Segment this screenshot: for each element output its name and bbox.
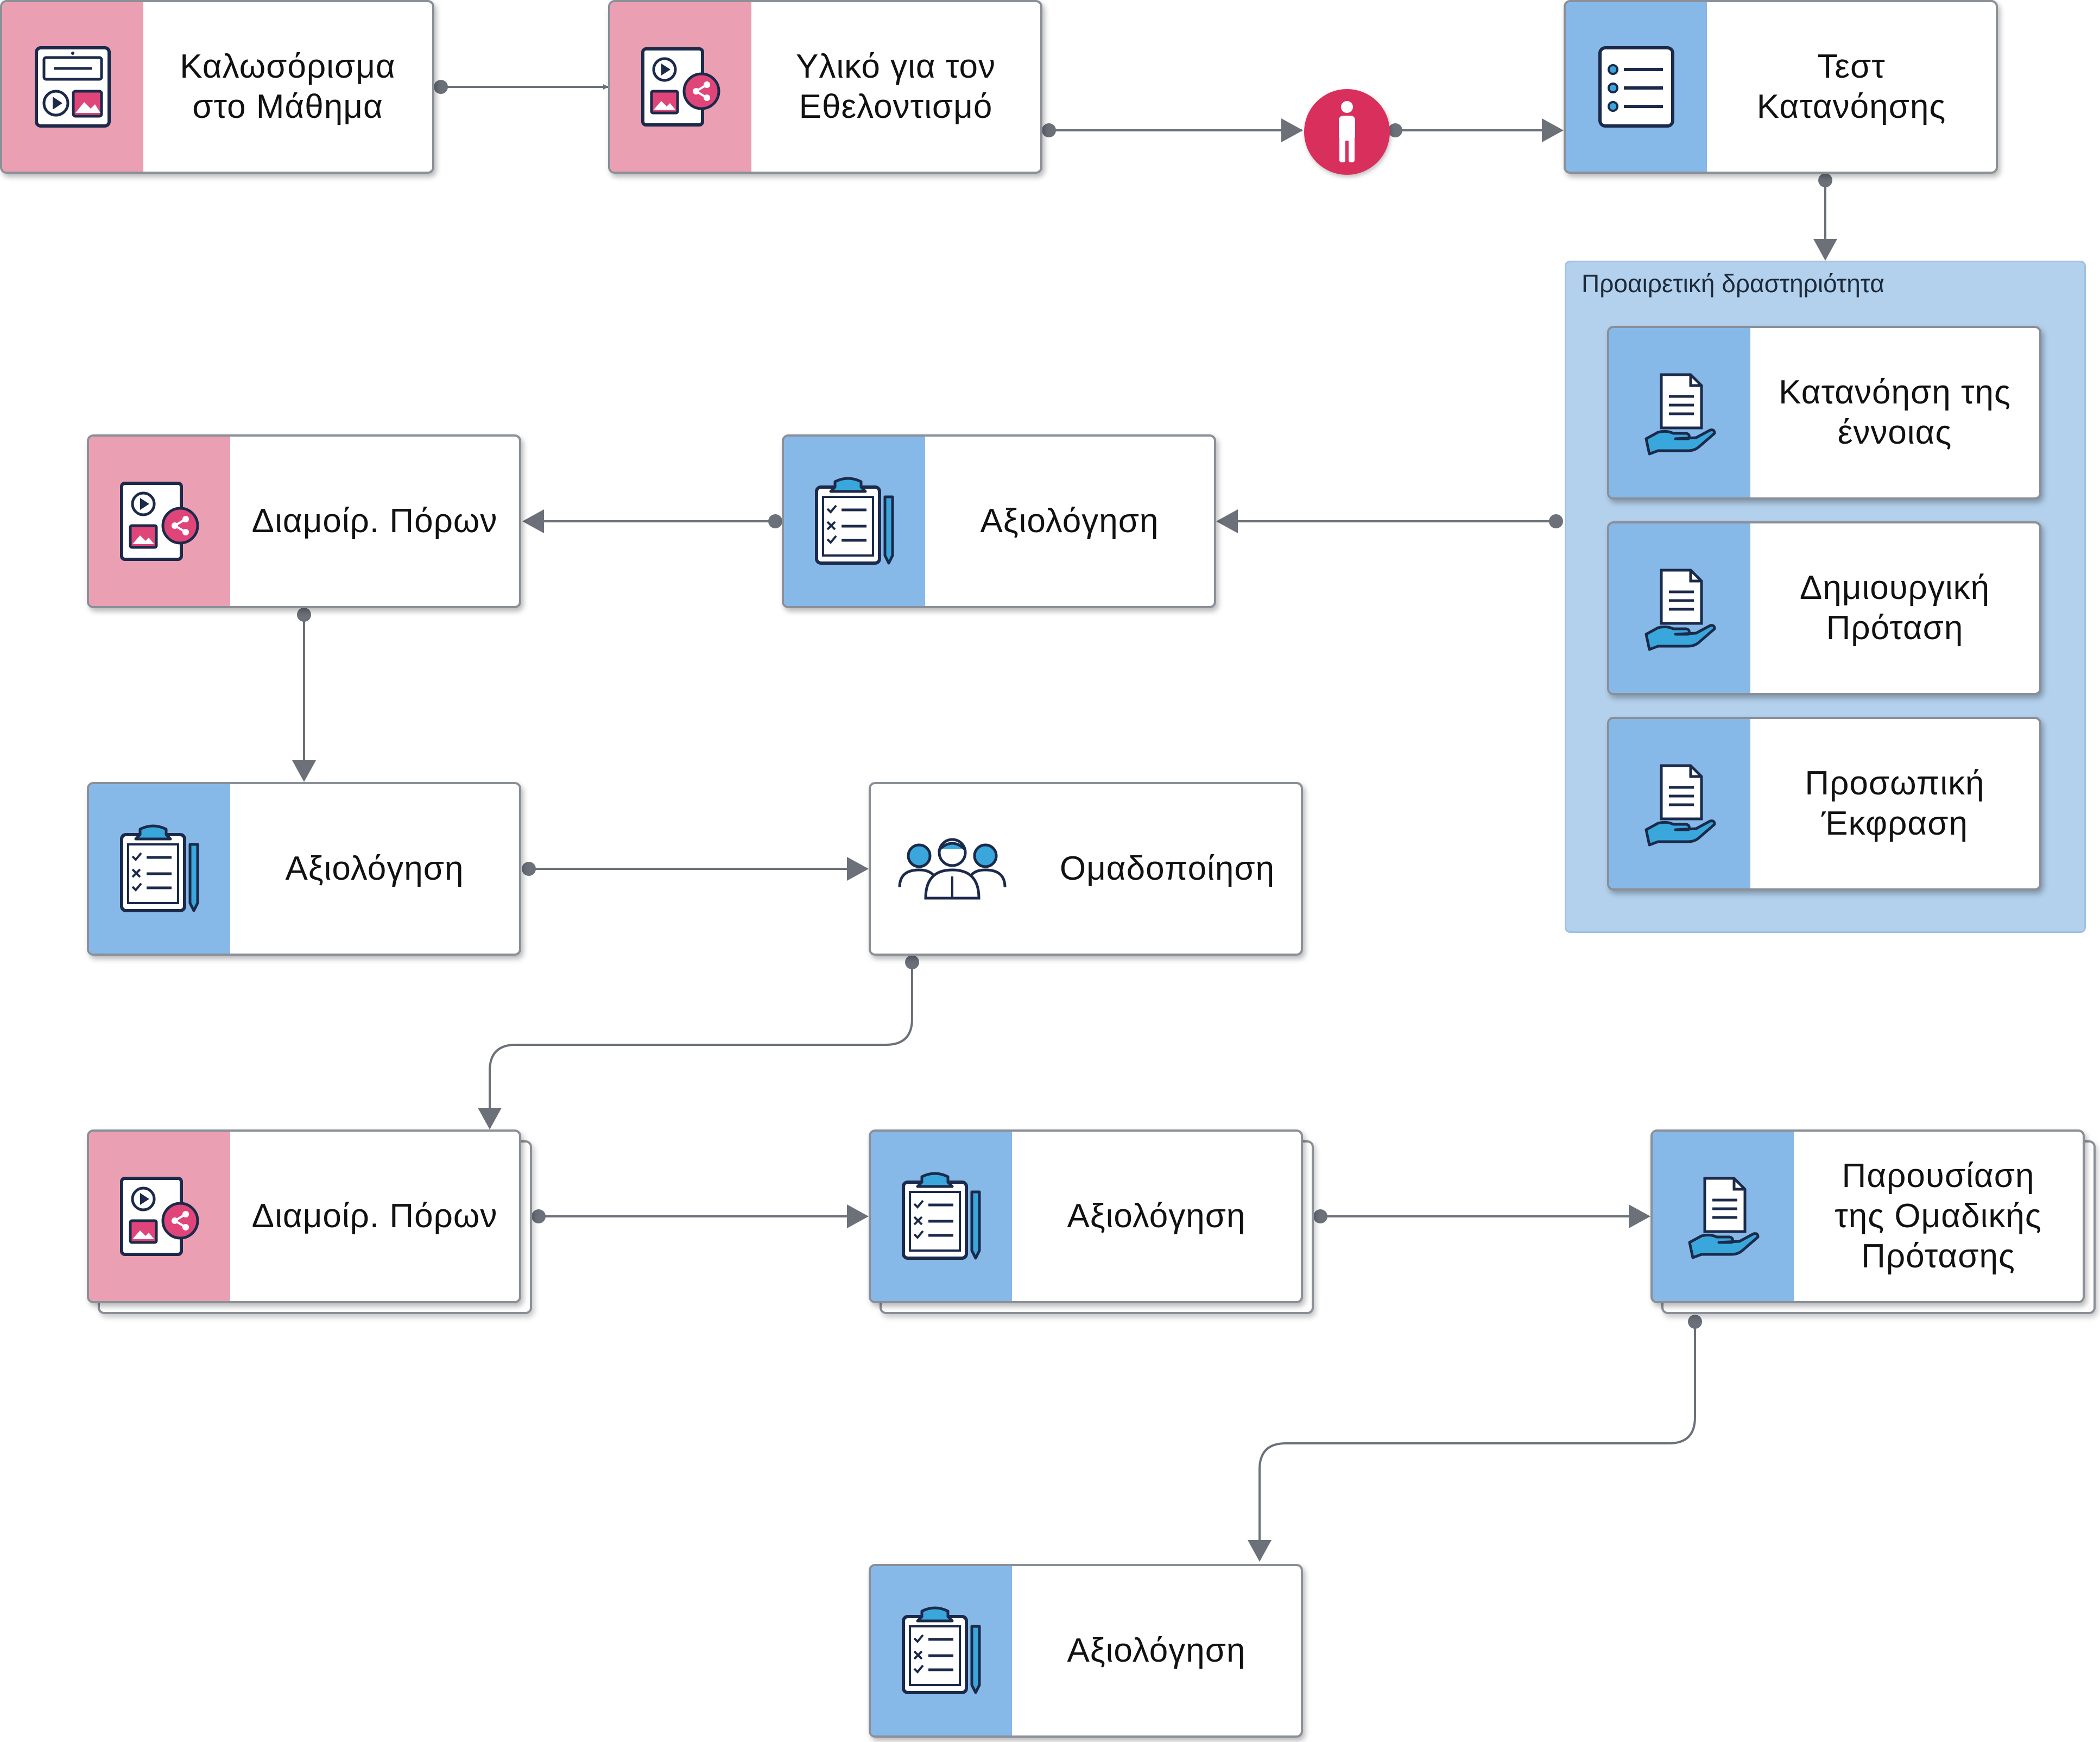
connector-grouping-to-resources-2 bbox=[489, 962, 913, 1126]
assessment-2-label: Αξιολόγηση bbox=[285, 850, 464, 887]
node-assessment-3[interactable]: Αξιολόγηση bbox=[869, 1129, 1303, 1303]
node-resources-1[interactable]: Διαμοίρ. Πόρων bbox=[87, 434, 521, 608]
milestone-node[interactable] bbox=[1304, 89, 1390, 175]
clipboard-icon bbox=[811, 475, 898, 567]
document-hand-icon bbox=[1642, 369, 1718, 456]
node-group-presentation[interactable]: Παρουσίαση της Ομαδικής Πρότασης bbox=[1650, 1129, 2085, 1303]
comprehension-test-icon-strip bbox=[1566, 2, 1707, 172]
person-icon bbox=[1328, 99, 1366, 165]
grouping-icon-strip bbox=[871, 784, 1034, 954]
node-assessment-4[interactable]: Αξιολόγηση bbox=[869, 1564, 1303, 1738]
assessment-2-icon-strip bbox=[89, 784, 230, 954]
checklist-icon bbox=[1596, 43, 1677, 130]
group-presentation-label: Παρουσίαση της Ομαδικής Πρότασης bbox=[1835, 1157, 2042, 1275]
assessment-4-label: Αξιολόγηση bbox=[1067, 1632, 1246, 1669]
media-share-icon bbox=[116, 478, 203, 565]
node-comprehension-test[interactable]: Τεστ Κατανόησης bbox=[1564, 0, 1998, 174]
clipboard-icon bbox=[116, 823, 203, 915]
node-creative-proposal[interactable]: Δημιουργική Πρόταση bbox=[1607, 521, 2041, 695]
media-share-icon bbox=[637, 43, 724, 130]
document-hand-icon bbox=[1642, 565, 1718, 652]
resources-2-icon-strip bbox=[89, 1132, 230, 1301]
clipboard-icon bbox=[898, 1605, 985, 1697]
assessment-4-icon-strip bbox=[871, 1566, 1012, 1735]
connector-presentation-to-assessment-4 bbox=[1258, 1322, 1696, 1560]
volunteer-material-icon-strip bbox=[610, 2, 751, 172]
node-personal-expression[interactable]: Προσωπική Έκφραση bbox=[1607, 717, 2041, 891]
concept-understanding-icon-strip bbox=[1609, 328, 1750, 497]
welcome-icon-strip bbox=[2, 2, 143, 172]
assessment-3-icon-strip bbox=[871, 1132, 1012, 1301]
optional-activity-title: Προαιρετική δραστηριότητα bbox=[1582, 269, 1884, 298]
group-presentation-icon-strip bbox=[1653, 1132, 1794, 1301]
document-hand-icon bbox=[1642, 760, 1718, 847]
assessment-1-icon-strip bbox=[784, 437, 925, 606]
node-resources-2[interactable]: Διαμοίρ. Πόρων bbox=[87, 1129, 521, 1303]
grouping-label: Ομαδοποίηση bbox=[1059, 850, 1275, 887]
resources-1-icon-strip bbox=[89, 437, 230, 606]
node-concept-understanding[interactable]: Κατανόηση της έννοιας bbox=[1607, 326, 2041, 500]
presentation-media-icon bbox=[32, 43, 113, 130]
group-users-icon bbox=[895, 836, 1009, 901]
comprehension-test-label: Τεστ Κατανόησης bbox=[1756, 48, 1946, 125]
node-assessment-1[interactable]: Αξιολόγηση bbox=[782, 434, 1216, 608]
document-hand-icon bbox=[1685, 1173, 1761, 1260]
media-share-icon bbox=[116, 1173, 203, 1260]
node-volunteer-material[interactable]: Υλικό για τον Εθελοντισμό bbox=[608, 0, 1042, 174]
personal-expression-label: Προσωπική Έκφραση bbox=[1805, 765, 1985, 842]
resources-1-label: Διαμοίρ. Πόρων bbox=[251, 502, 498, 540]
creative-proposal-label: Δημιουργική Πρόταση bbox=[1799, 569, 1990, 647]
concept-understanding-label: Κατανόηση της έννοιας bbox=[1779, 374, 2011, 451]
node-assessment-2[interactable]: Αξιολόγηση bbox=[87, 782, 521, 956]
node-grouping[interactable]: Ομαδοποίηση bbox=[869, 782, 1303, 956]
assessment-3-label: Αξιολόγηση bbox=[1067, 1197, 1246, 1235]
creative-proposal-icon-strip bbox=[1609, 523, 1750, 693]
volunteer-material-label: Υλικό για τον Εθελοντισμό bbox=[795, 48, 996, 125]
assessment-1-label: Αξιολόγηση bbox=[980, 502, 1159, 540]
node-welcome[interactable]: Καλωσόρισμα στο Μάθημα bbox=[0, 0, 434, 174]
clipboard-icon bbox=[898, 1170, 985, 1263]
resources-2-label: Διαμοίρ. Πόρων bbox=[251, 1197, 498, 1235]
personal-expression-icon-strip bbox=[1609, 719, 1750, 888]
welcome-label: Καλωσόρισμα στο Μάθημα bbox=[180, 48, 396, 125]
